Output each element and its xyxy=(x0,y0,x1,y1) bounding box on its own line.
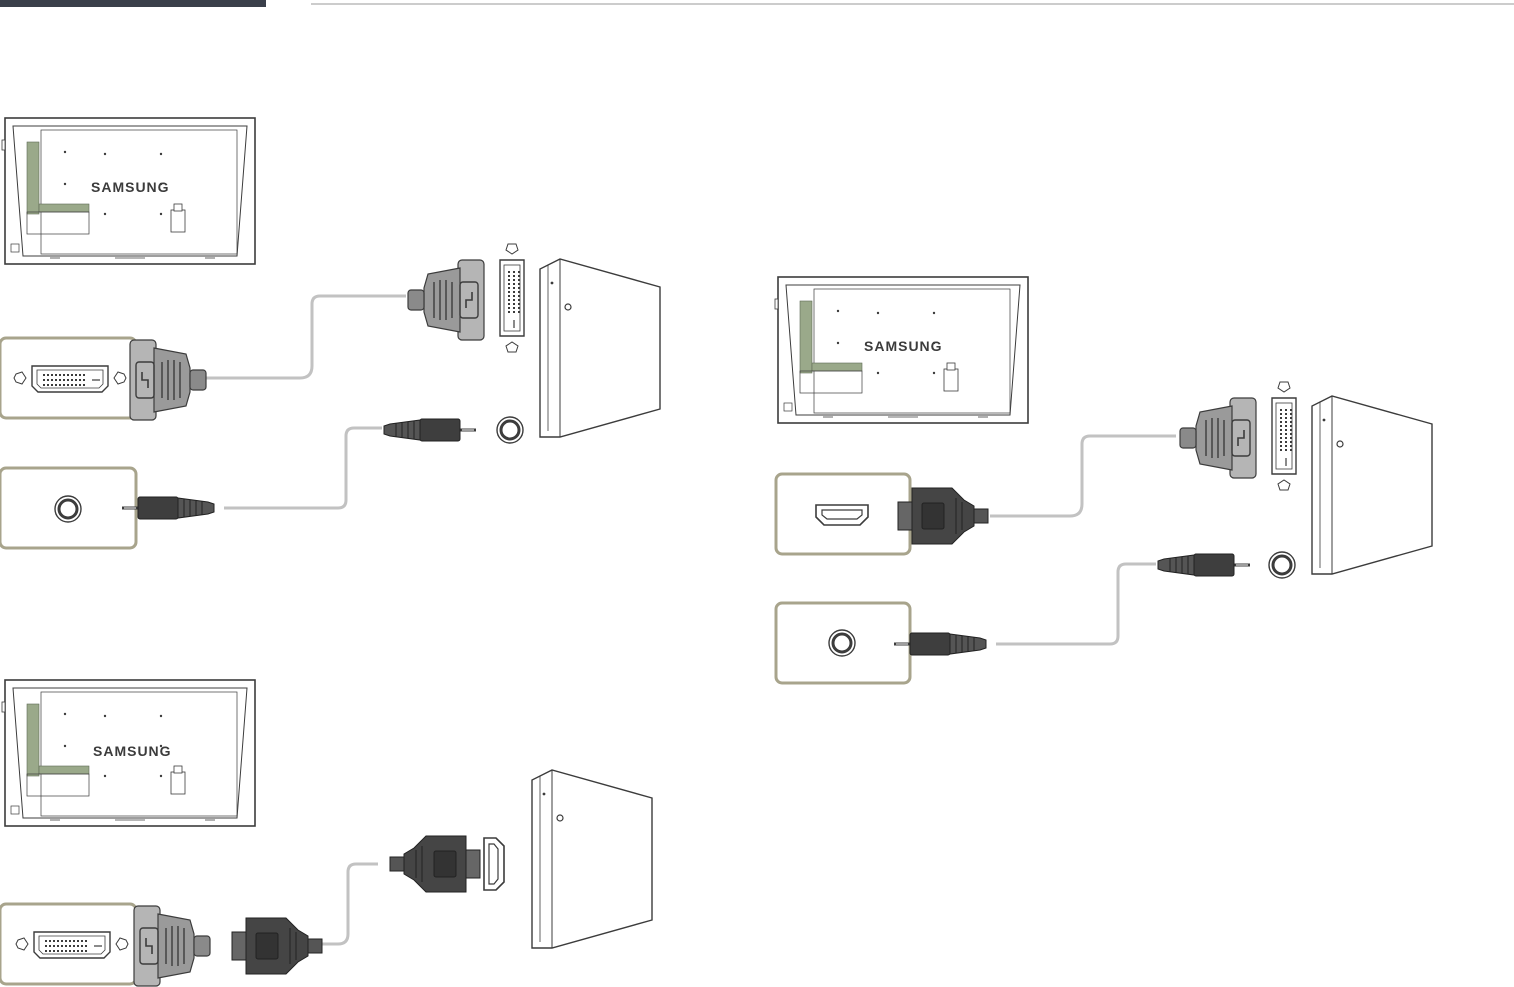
diagram-dvi-to-hdmi: SAMSUNG xyxy=(0,680,652,986)
dvi-plug-icon xyxy=(134,906,210,986)
pc-tower-icon xyxy=(1312,396,1432,574)
display-rear-icon: SAMSUNG xyxy=(2,680,255,826)
pc-tower-icon xyxy=(532,770,652,948)
dvi-cable-line xyxy=(204,296,406,378)
display-rear-icon: SAMSUNG xyxy=(2,118,255,264)
display-rear-icon: SAMSUNG xyxy=(775,277,1028,423)
stereo-plug-icon xyxy=(384,419,476,441)
audio-cable-line xyxy=(224,428,382,508)
dvi-plug-icon xyxy=(1180,398,1256,478)
display-brand-label: SAMSUNG xyxy=(864,338,943,354)
stereo-plug-icon xyxy=(1158,554,1250,576)
audio-cable-line xyxy=(996,564,1156,644)
pc-dvi-port-icon xyxy=(1272,382,1296,490)
dvi-plug-icon xyxy=(408,260,484,340)
display-brand-label: SAMSUNG xyxy=(91,179,170,195)
pc-tower-icon xyxy=(540,259,660,437)
diagram-dvi-to-dvi: SAMSUNG xyxy=(0,118,660,548)
hdmi-port-icon xyxy=(816,505,868,525)
hdmi-plug-icon xyxy=(898,488,988,544)
pc-dvi-port-icon xyxy=(500,244,524,352)
pc-audio-jack-icon xyxy=(497,417,523,443)
hdmi-plug-icon xyxy=(232,918,322,974)
audio-jack-icon xyxy=(829,630,855,656)
dvi-hdmi-cable-line xyxy=(322,864,378,944)
hdmi-dvi-cable-line xyxy=(990,436,1176,516)
audio-jack-icon xyxy=(55,496,81,522)
pc-hdmi-port-icon xyxy=(484,838,504,890)
diagram-hdmi-to-dvi: SAMSUNG xyxy=(775,277,1432,683)
header-bar xyxy=(0,0,266,7)
display-brand-label: SAMSUNG xyxy=(93,743,172,759)
hdmi-plug-icon xyxy=(390,836,480,892)
dvi-plug-icon xyxy=(130,340,206,420)
pc-audio-jack-icon xyxy=(1269,552,1295,578)
